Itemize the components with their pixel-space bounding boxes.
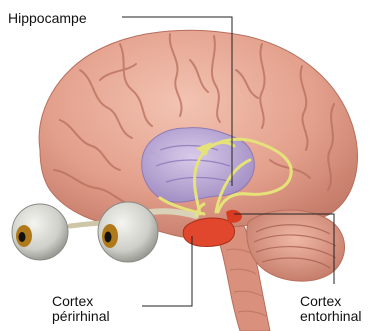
label-hippocampus: Hippocampe bbox=[8, 11, 87, 26]
label-perirhinal-cortex: Cortex périrhinal bbox=[52, 294, 110, 324]
perirhinal-cortex-structure bbox=[183, 218, 234, 247]
cerebellum bbox=[247, 210, 345, 281]
label-entorhinal-line2: entorhinal bbox=[300, 309, 362, 324]
left-eyeball bbox=[12, 204, 68, 260]
label-perirhinal-line1: Cortex bbox=[52, 294, 110, 309]
right-eyeball bbox=[98, 202, 158, 262]
label-entorhinal-cortex: Cortex entorhinal bbox=[300, 294, 362, 324]
label-entorhinal-line1: Cortex bbox=[300, 294, 362, 309]
label-perirhinal-line2: périrhinal bbox=[52, 309, 110, 324]
